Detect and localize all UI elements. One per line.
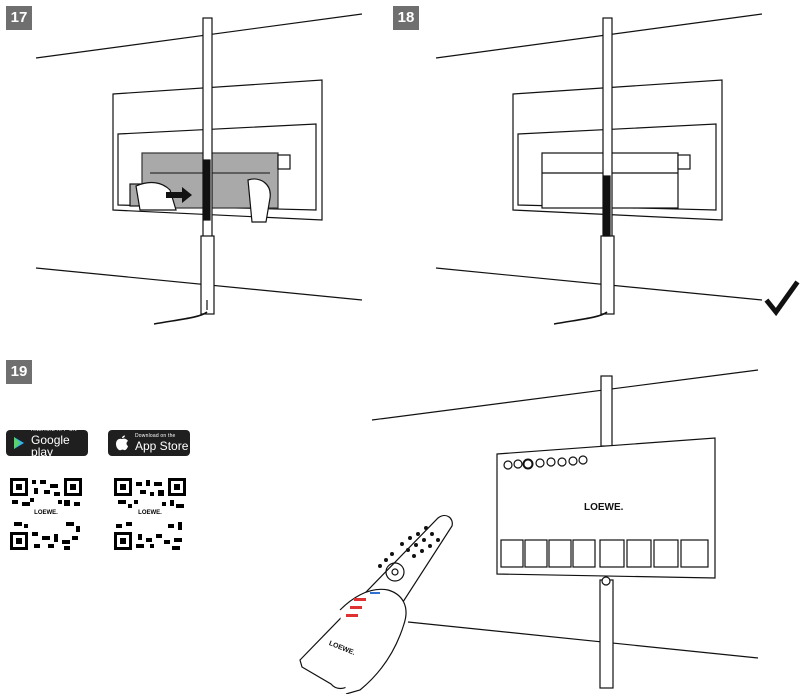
google-play-icon xyxy=(11,434,27,452)
apple-qr-code[interactable]: LOEWE. xyxy=(114,478,186,550)
qr-pattern xyxy=(10,478,82,550)
tv-tiles xyxy=(500,539,709,568)
google-badge-small: ANDROID APP ON xyxy=(31,427,77,433)
remote-buttons xyxy=(378,526,440,568)
google-qr-code[interactable]: LOEWE. xyxy=(10,478,82,550)
apple-badge-big: App Store xyxy=(135,439,189,453)
step-18-badge: 18 xyxy=(393,6,419,30)
qr-logo-text: LOEWE. xyxy=(135,507,165,519)
qr-logo-text: LOEWE. xyxy=(31,507,61,519)
checkmark-icon xyxy=(764,280,800,317)
apple-icon xyxy=(113,434,131,452)
tv-brand-logo: LOEWE. xyxy=(584,502,624,513)
app-store-badge[interactable]: Download on the App Store xyxy=(108,430,190,456)
google-badge-big: Google play xyxy=(31,433,70,459)
qr-pattern xyxy=(114,478,186,550)
step-17-badge: 17 xyxy=(6,6,32,30)
apple-badge-small: Download on the xyxy=(135,433,176,439)
remote-app-buttons xyxy=(346,592,380,617)
step-19-badge: 19 xyxy=(6,360,32,384)
google-play-badge[interactable]: ANDROID APP ON Google play xyxy=(6,427,88,459)
